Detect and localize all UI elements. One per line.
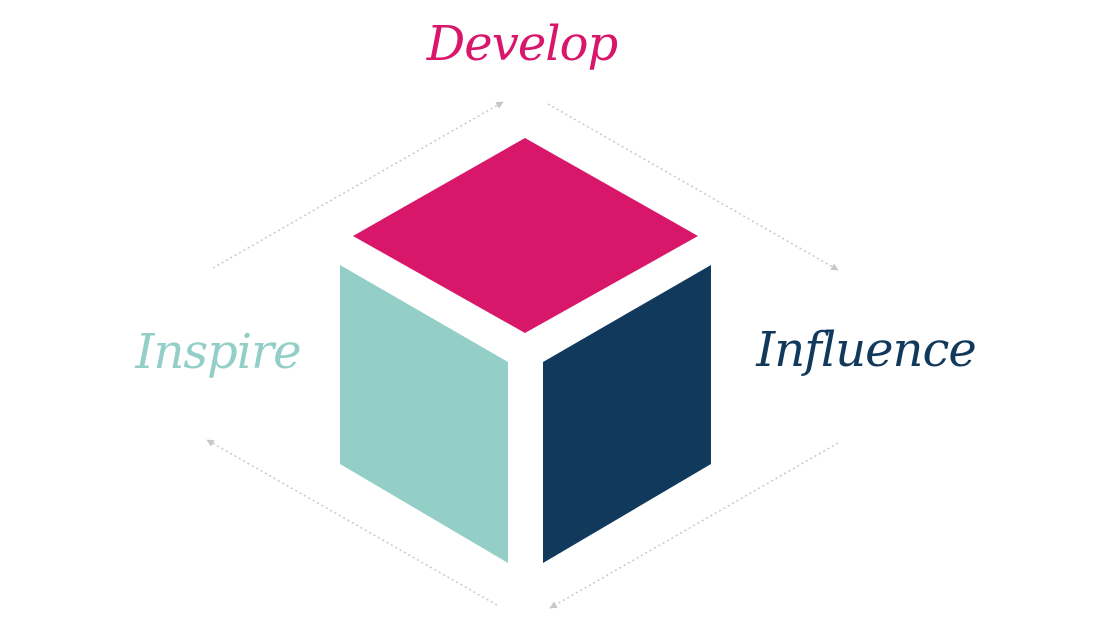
label-inspire: Inspire bbox=[135, 324, 302, 380]
cube-left-face-inspire bbox=[340, 265, 508, 563]
arrow-influence-to-bottom bbox=[549, 442, 839, 609]
arrow-inspire-to-develop bbox=[212, 101, 504, 269]
arrow-develop-to-influence bbox=[547, 103, 839, 271]
arrow-bottom-to-inspire bbox=[206, 439, 498, 606]
cube-right-face-influence bbox=[543, 265, 711, 563]
label-influence: Influence bbox=[756, 322, 977, 378]
label-develop: Develop bbox=[426, 16, 618, 72]
cube-top-face-develop bbox=[353, 138, 698, 333]
